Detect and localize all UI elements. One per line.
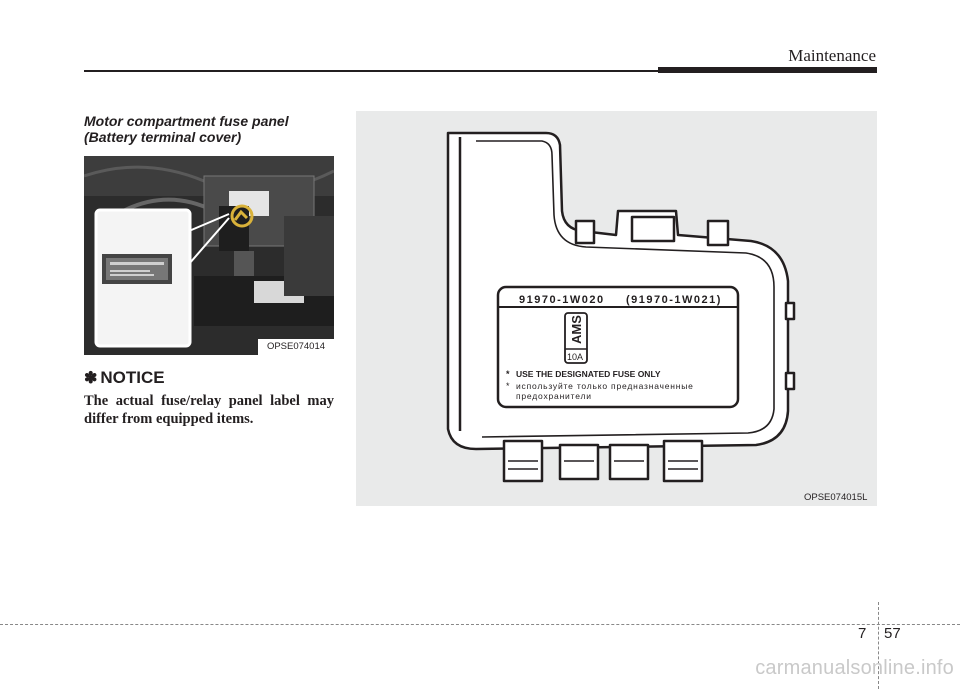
- header-rule-accent: [658, 67, 877, 73]
- footer-separator: [878, 602, 879, 689]
- notice-title: NOTICE: [100, 368, 165, 387]
- battery-cover-illustration: [84, 156, 334, 355]
- battery-cover-photo: [84, 156, 334, 355]
- notice-heading: ✽ NOTICE: [84, 368, 165, 388]
- fuse-rating: 10A: [567, 352, 583, 362]
- notice-star-icon: ✽: [84, 370, 98, 387]
- page-number: 57: [884, 625, 901, 642]
- part-number: 91970-1W020: [519, 294, 605, 306]
- subheading-line-1: Motor compartment fuse panel: [84, 113, 289, 129]
- warning-russian-line-2: предохранители: [516, 391, 592, 401]
- fuse-panel-figure: 91970-1W020 (91970-1W021) AMS 10A * USE …: [356, 111, 877, 506]
- photo-caption: OPSE074014: [258, 339, 334, 355]
- alt-part-number: (91970-1W021): [626, 294, 722, 306]
- section-title: Maintenance: [788, 46, 876, 65]
- fuse-name: AMS: [569, 315, 584, 344]
- watermark: carmanualsonline.info: [755, 657, 954, 679]
- chapter-number: 7: [858, 625, 867, 642]
- svg-text:*: *: [506, 381, 510, 391]
- footer-rule: [0, 624, 960, 625]
- fuse-panel-illustration: 91970-1W020 (91970-1W021) AMS 10A * USE …: [356, 111, 877, 506]
- svg-text:*: *: [506, 369, 510, 379]
- subheading: Motor compartment fuse panel (Battery te…: [84, 113, 344, 145]
- notice-body: The actual fuse/relay panel label may di…: [84, 393, 334, 427]
- warning-russian-line-1: используйте только предназначенные: [516, 381, 694, 391]
- figure-caption: OPSE074015L: [804, 492, 868, 503]
- header-rule: [84, 70, 658, 72]
- warning-english: USE THE DESIGNATED FUSE ONLY: [516, 369, 661, 379]
- subheading-line-2: (Battery terminal cover): [84, 129, 242, 145]
